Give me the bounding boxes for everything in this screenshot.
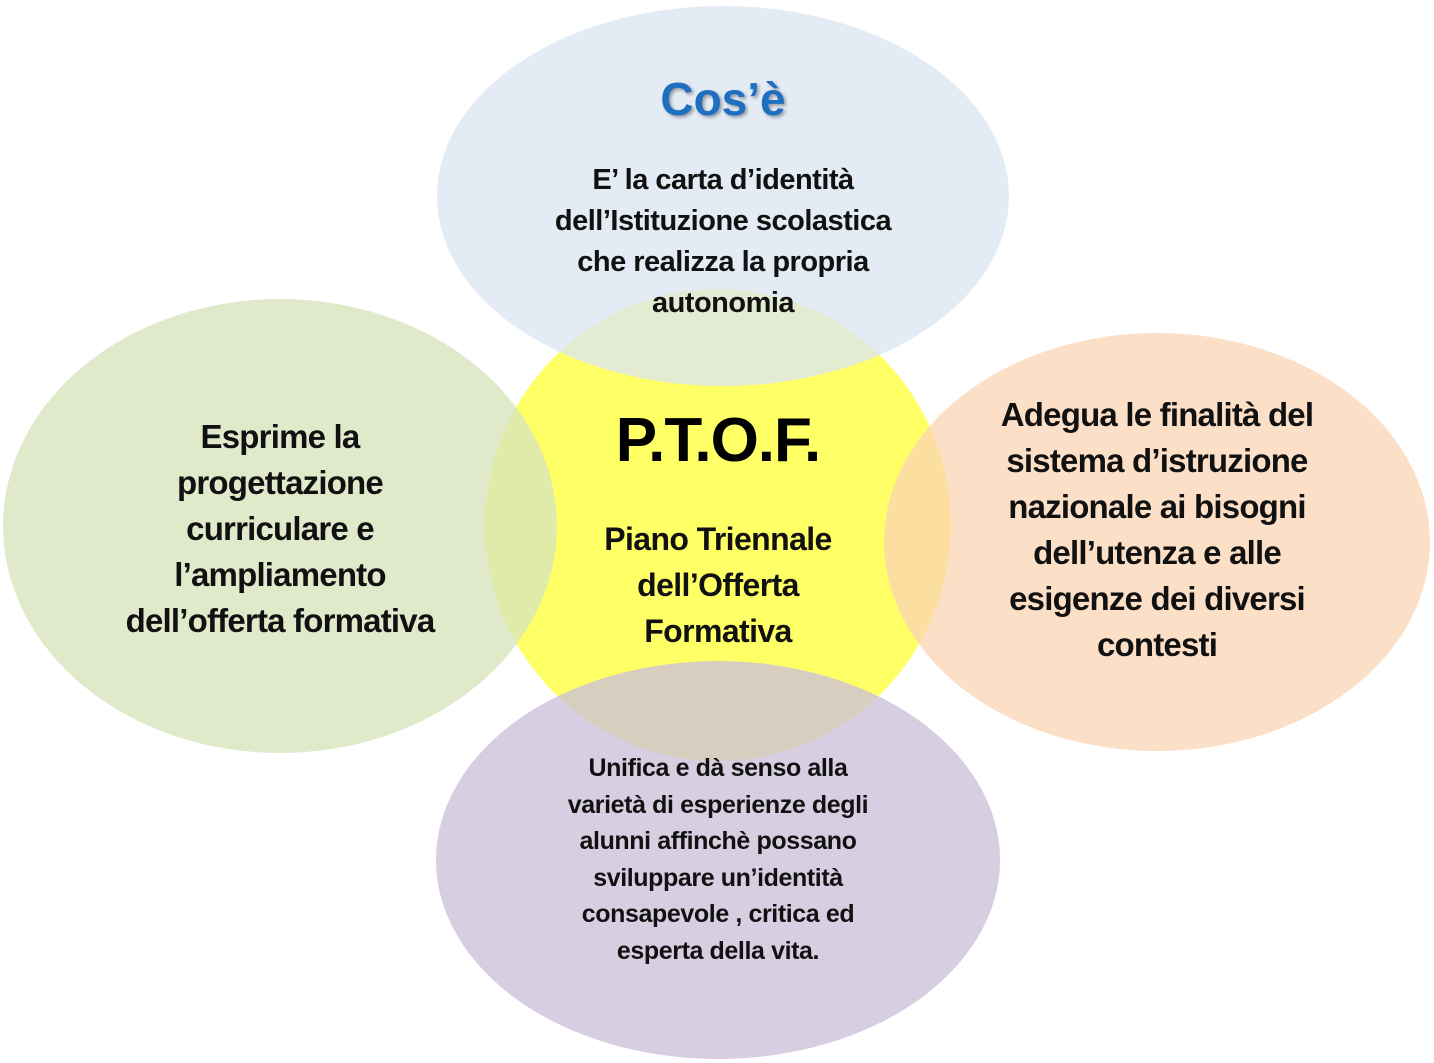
- right-ellipse: [884, 333, 1430, 751]
- left-ellipse: [3, 299, 557, 753]
- text-line: dell’offerta formativa: [125, 602, 436, 639]
- text-line: Unifica e dà senso alla: [588, 754, 848, 782]
- text-line: l’ampliamento: [174, 556, 386, 593]
- text-line: alunni affinchè possano: [579, 827, 857, 855]
- right-description: Adegua le finalità del sistema d’istruzi…: [917, 392, 1397, 668]
- text-line: Formativa: [644, 613, 792, 649]
- text-line: autonomia: [651, 287, 795, 319]
- text-line: nazionale ai bisogni: [1008, 488, 1306, 525]
- text-line: curriculare e: [186, 510, 375, 547]
- text-line: progettazione: [177, 464, 384, 501]
- center-title: P.T.O.F.: [615, 406, 822, 475]
- text-line: sviluppare un’identità: [593, 863, 843, 892]
- top-title: Cos’è: [660, 73, 786, 125]
- text-line: contesti: [1096, 626, 1218, 663]
- text-line: varietà di esperienze degli: [567, 790, 869, 819]
- text-line: sistema d’istruzione: [1006, 442, 1308, 479]
- text-line: Adegua le finalità del: [1000, 396, 1314, 433]
- top-description: E’ la carta d’identità dell’Istituzione …: [473, 160, 973, 324]
- bottom-ellipse: [436, 661, 1000, 1059]
- text-line: consapevole , critica ed: [581, 900, 855, 928]
- text-line: dell’Istituzione scolastica: [554, 205, 892, 237]
- center-subtitle: Piano Triennale dell’Offerta Formativa: [518, 516, 918, 654]
- top-ellipse: [437, 6, 1009, 386]
- text-line: Esprime la: [200, 418, 361, 455]
- text-line: Piano Triennale: [604, 521, 832, 557]
- text-line: esperta della vita.: [616, 936, 820, 965]
- center-circle: [485, 289, 951, 761]
- bottom-description: Unifica e dà senso alla varietà di esper…: [468, 750, 968, 969]
- text-line: dell’Offerta: [637, 567, 799, 603]
- text-line: E’ la carta d’identità: [592, 164, 854, 196]
- text-line: esigenze dei diversi: [1009, 580, 1306, 617]
- left-description: Esprime la progettazione curriculare e l…: [40, 414, 520, 644]
- text-line: dell’utenza e alle: [1033, 534, 1282, 571]
- text-line: che realizza la propria: [577, 246, 869, 278]
